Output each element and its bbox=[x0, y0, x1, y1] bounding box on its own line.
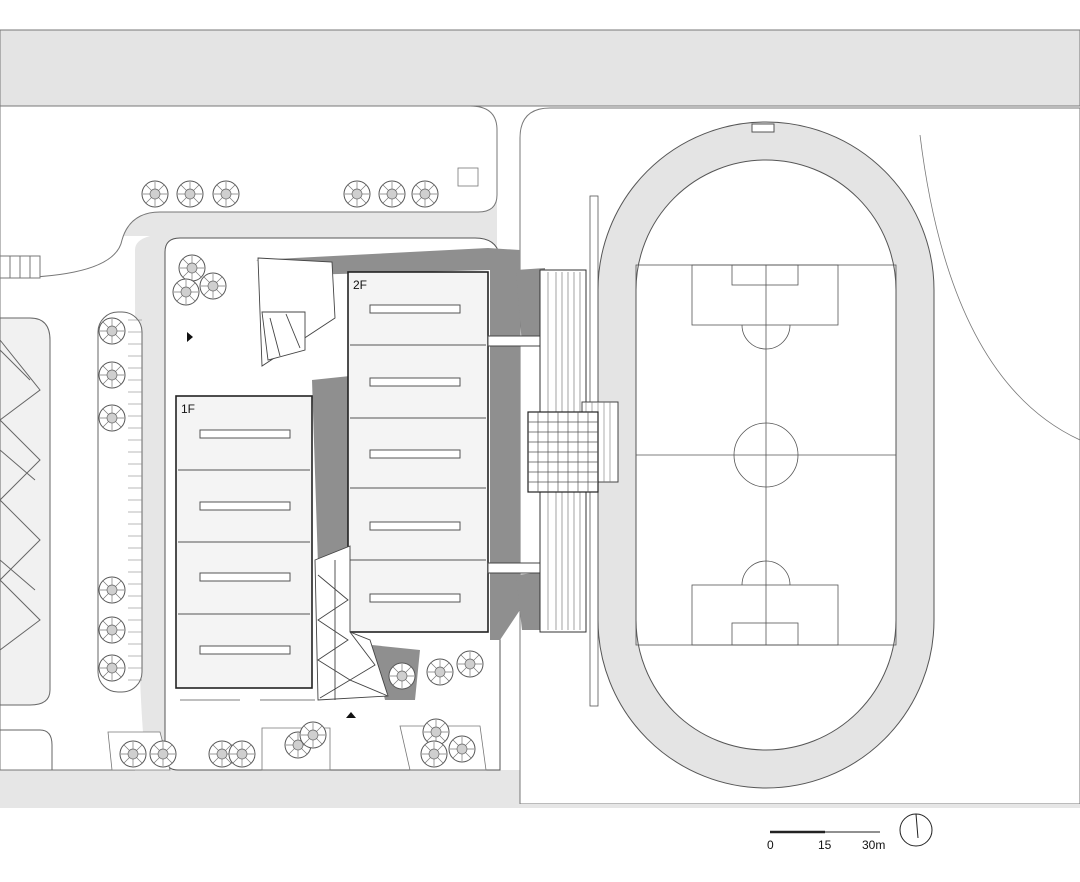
tree-icon bbox=[141, 180, 169, 208]
tree-icon bbox=[228, 740, 256, 768]
tree-icon bbox=[448, 735, 476, 763]
tree-icon bbox=[299, 721, 327, 749]
tree-icon bbox=[176, 180, 204, 208]
entrance-arrow-icon bbox=[346, 712, 356, 718]
tree-icon bbox=[199, 272, 227, 300]
tree-icon bbox=[98, 616, 126, 644]
floor-label-1f: 1F bbox=[181, 402, 195, 416]
scale-tick-15: 15 bbox=[818, 838, 832, 852]
tree-icon bbox=[172, 278, 200, 306]
block-2f: 2F bbox=[347, 271, 489, 633]
block-1f: 1F bbox=[175, 395, 313, 689]
grandstand bbox=[487, 269, 619, 633]
tree-icon bbox=[378, 180, 406, 208]
tree-icon bbox=[119, 740, 147, 768]
tree-icon bbox=[388, 662, 416, 690]
tree-icon bbox=[426, 658, 454, 686]
building-shadows bbox=[256, 248, 545, 700]
connector-structure bbox=[257, 257, 389, 701]
tree-icon bbox=[149, 740, 177, 768]
tree-icon bbox=[420, 740, 448, 768]
tree-icon bbox=[98, 654, 126, 682]
scale-bar: 0 15 30m bbox=[767, 830, 885, 852]
scale-tick-0: 0 bbox=[767, 838, 774, 852]
tree-icon bbox=[98, 404, 126, 432]
scale-tick-30: 30m bbox=[862, 838, 885, 852]
tree-icon bbox=[456, 650, 484, 678]
tree-icon bbox=[98, 361, 126, 389]
entrance-arrow-icon bbox=[187, 332, 193, 342]
tree-icon bbox=[212, 180, 240, 208]
tree-icon bbox=[178, 254, 206, 282]
tree-icon bbox=[343, 180, 371, 208]
tree-icon bbox=[98, 576, 126, 604]
tree-icon bbox=[98, 317, 126, 345]
floor-label-2f: 2F bbox=[353, 278, 367, 292]
neighbouring-building bbox=[0, 255, 53, 770]
north-arrow-icon bbox=[899, 813, 933, 847]
tree-icon bbox=[411, 180, 439, 208]
